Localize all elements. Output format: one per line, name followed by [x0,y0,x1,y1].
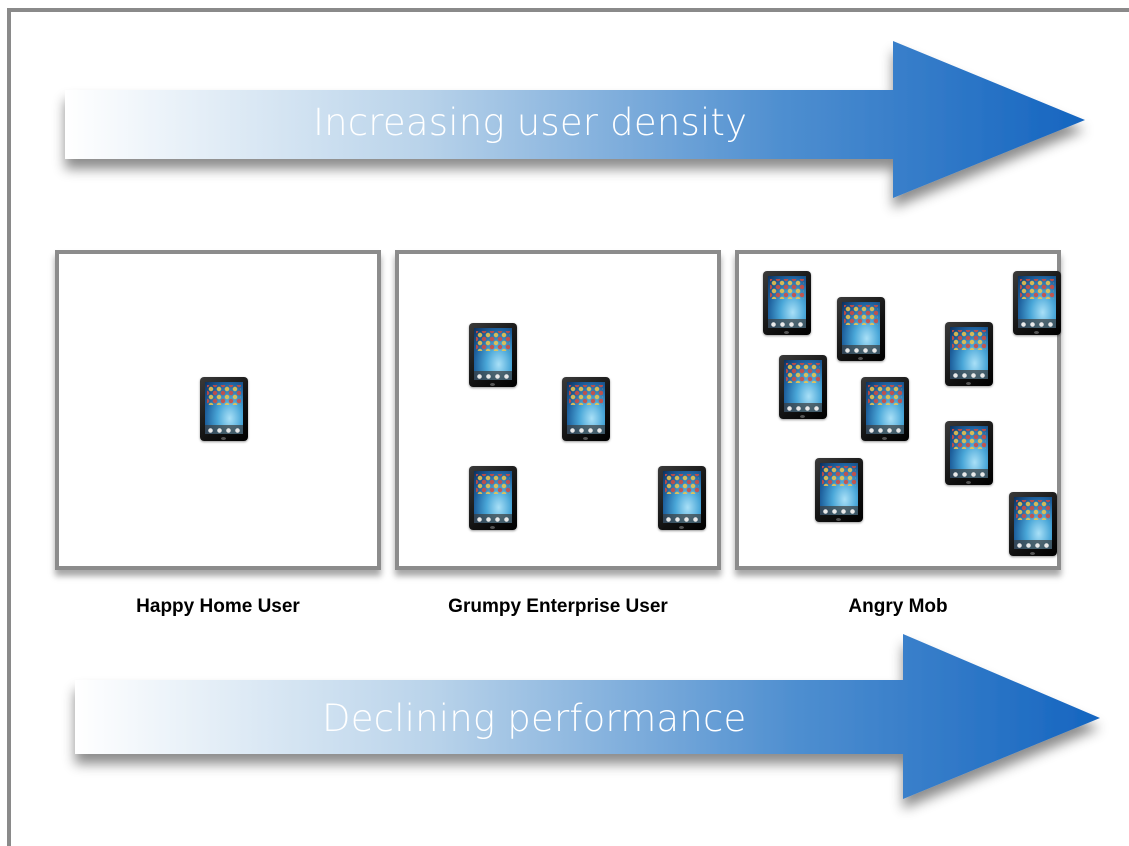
caption-grumpy-enterprise-user: Grumpy Enterprise User [448,596,668,617]
tablet-icon [200,377,248,441]
tablet-icon [658,466,706,530]
tablet-icon [1009,492,1057,556]
panel-grumpy-enterprise-user [395,250,721,570]
tablet-icon [815,458,863,522]
tablet-icon [469,323,517,387]
tablet-icon [861,377,909,441]
tablet-icon [763,271,811,335]
caption-angry-mob: Angry Mob [848,596,948,617]
performance-arrow [75,634,1100,799]
density-arrow-label: Increasing user density [313,101,748,144]
panel-angry-mob [735,250,1061,570]
tablet-icon [945,322,993,386]
caption-happy-home-user: Happy Home User [136,596,300,617]
performance-arrow-label: Declining performance [322,697,747,740]
tablet-icon [1013,271,1061,335]
frame-border-top [7,8,1129,12]
tablet-icon [837,297,885,361]
tablet-icon [779,355,827,419]
tablet-icon [945,421,993,485]
panel-happy-home-user [55,250,381,570]
tablet-icon [562,377,610,441]
frame-border-left [7,8,11,846]
density-arrow [65,41,1085,198]
tablet-icon [469,466,517,530]
